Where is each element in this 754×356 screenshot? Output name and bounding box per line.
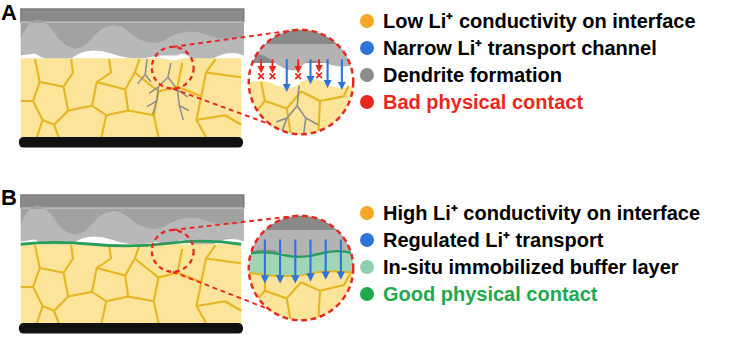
legend-swatch	[360, 41, 374, 55]
legend-text: Good physical contact	[383, 282, 597, 306]
legend-item: Regulated Li⁺ transport	[360, 228, 603, 252]
panel-label: B	[1, 186, 17, 210]
legend-text: Regulated Li⁺ transport	[383, 228, 603, 252]
panel-label: A	[1, 1, 17, 25]
legend-text: In-situ immobilized buffer layer	[383, 255, 679, 279]
legend-swatch	[360, 206, 374, 220]
legend-item: High Li⁺ conductivity on interface	[360, 201, 700, 225]
legend-item: Dendrite formation	[360, 63, 562, 87]
legend-swatch	[360, 260, 374, 274]
legend-item: Narrow Li⁺ transport channel	[360, 36, 657, 60]
legend-item: Good physical contact	[360, 282, 597, 306]
legend-swatch	[360, 68, 374, 82]
legend-swatch	[360, 233, 374, 247]
legend-item: Low Li⁺ conductivity on interface	[360, 9, 696, 33]
legend-swatch	[360, 14, 374, 28]
legend-text: Bad physical contact	[383, 90, 583, 114]
legend-text: High Li⁺ conductivity on interface	[383, 201, 700, 225]
legend-item: Bad physical contact	[360, 90, 583, 114]
legend-swatch	[360, 287, 374, 301]
legend-text: Low Li⁺ conductivity on interface	[383, 9, 696, 33]
legend-text: Narrow Li⁺ transport channel	[383, 36, 657, 60]
legend-text: Dendrite formation	[383, 63, 562, 87]
legend-item: In-situ immobilized buffer layer	[360, 255, 679, 279]
legend-swatch	[360, 95, 374, 109]
